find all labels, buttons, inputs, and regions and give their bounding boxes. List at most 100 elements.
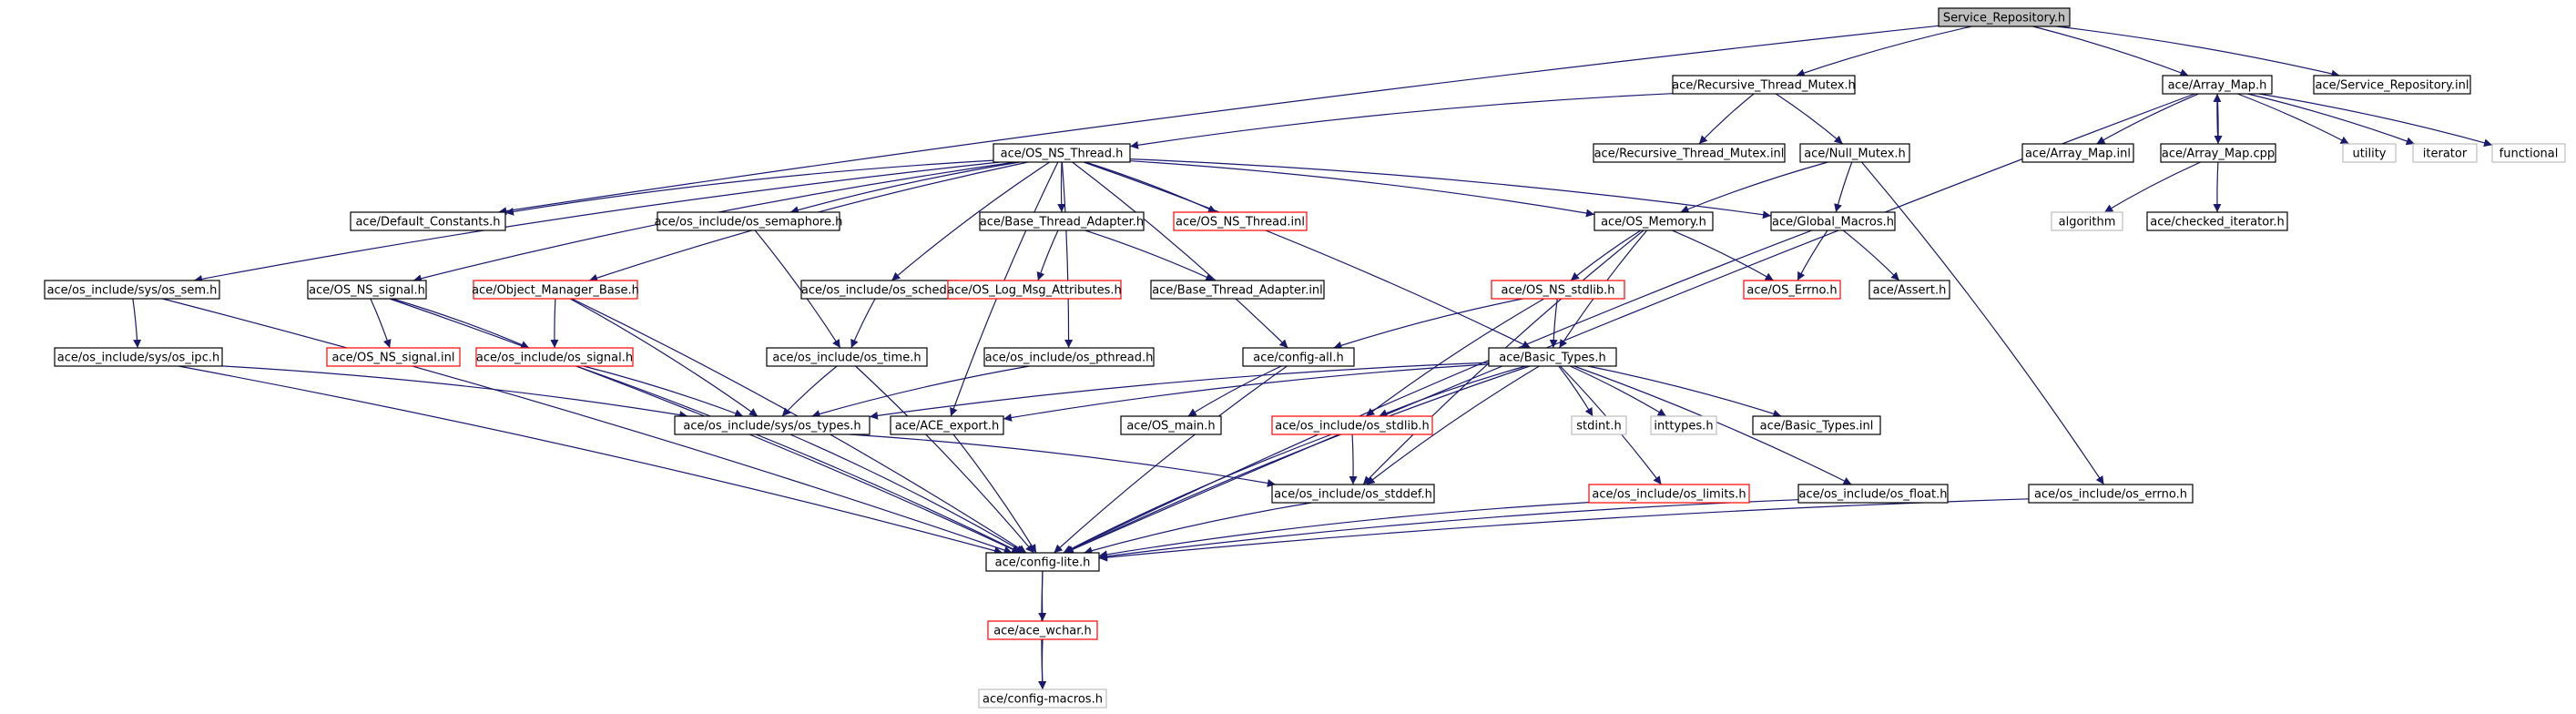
edge-bt-to-inttypes — [1569, 365, 1667, 417]
edge-cfgall-to-osmain — [1187, 365, 1282, 417]
node-label-aminl: ace/Array_Map.inl — [2025, 148, 2131, 161]
node-assert[interactable]: ace/Assert.h — [1868, 280, 1950, 300]
node-stdlibh[interactable]: ace/OS_NS_stdlib.h — [1491, 280, 1625, 300]
node-pthread[interactable]: ace/os_include/os_pthread.h — [983, 347, 1155, 367]
edge-ossem-to-ipc — [132, 298, 142, 349]
edge-float-to-cfglite — [1098, 499, 1799, 561]
node-ipc[interactable]: ace/os_include/sys/os_ipc.h — [54, 347, 223, 367]
node-box-errno — [1743, 280, 1841, 300]
edge-ostime-to-cfglite — [855, 365, 1034, 554]
node-wchar[interactable]: ace/ace_wchar.h — [987, 620, 1098, 640]
node-box-ossem — [44, 280, 220, 300]
node-defc[interactable]: ace/Default_Constants.h — [350, 211, 506, 231]
node-box-float — [1797, 484, 1949, 504]
node-label-functional: functional — [2500, 148, 2559, 161]
node-cfglite[interactable]: ace/config-lite.h — [985, 552, 1100, 572]
node-stdint: stdint.h — [1571, 415, 1627, 435]
edge-limits-to-cfglite — [1098, 502, 1590, 559]
node-types[interactable]: ace/os_include/sys/os_types.h — [674, 415, 871, 435]
edge-stdlibh-to-ostdlib — [1365, 298, 1545, 417]
node-box-ostime — [766, 347, 928, 367]
node-amcpp[interactable]: ace/Array_Map.cpp — [2160, 143, 2276, 163]
node-rtminl[interactable]: ace/Recursive_Thread_Mutex.inl — [1593, 143, 1786, 163]
node-label-ost: ace/OS_NS_Thread.h — [1001, 148, 1124, 161]
node-box-bt — [1488, 347, 1617, 367]
node-sinl[interactable]: ace/Service_Repository.inl — [2313, 75, 2471, 95]
node-box-nullm — [1799, 143, 1910, 163]
node-bta[interactable]: ace/Base_Thread_Adapter.h — [979, 211, 1145, 231]
node-label-cfgmac: ace/config-macros.h — [983, 693, 1103, 707]
node-osmem[interactable]: ace/OS_Memory.h — [1593, 211, 1714, 231]
node-btinl[interactable]: ace/Basic_Types.inl — [1752, 415, 1881, 435]
node-label-sema: ace/os_include/os_semaphore.h — [655, 216, 843, 230]
edge-bta-to-lma — [1036, 230, 1059, 281]
node-ostime[interactable]: ace/os_include/os_time.h — [766, 347, 928, 367]
node-label-types: ace/os_include/sys/os_types.h — [683, 420, 860, 434]
node-box-pthread — [983, 347, 1155, 367]
node-ostinl[interactable]: ace/OS_NS_Thread.inl — [1173, 211, 1308, 231]
node-label-osmem: ace/OS_Memory.h — [1601, 216, 1706, 230]
node-box-stdint — [1571, 415, 1627, 435]
node-box-btinl — [1752, 415, 1881, 435]
node-box-stdlibh — [1491, 280, 1625, 300]
node-box-btainl — [1150, 280, 1325, 300]
node-lma[interactable]: ace/OS_Log_Msg_Attributes.h — [947, 280, 1122, 300]
node-ossig[interactable]: ace/os_include/os_signal.h — [475, 347, 634, 367]
node-box-rtminl — [1593, 143, 1786, 163]
node-float[interactable]: ace/os_include/os_float.h — [1797, 484, 1949, 504]
node-nullm[interactable]: ace/Null_Mutex.h — [1799, 143, 1910, 163]
node-box-wchar — [987, 620, 1098, 640]
node-rtm[interactable]: ace/Recursive_Thread_Mutex.h — [1672, 75, 1856, 95]
edge-osmem-to-stdlibh — [1570, 230, 1642, 281]
node-cfgall[interactable]: ace/config-all.h — [1242, 347, 1355, 367]
node-utility: utility — [2342, 143, 2397, 163]
node-export[interactable]: ace/ACE_export.h — [890, 415, 1004, 435]
node-label-defc: ace/Default_Constants.h — [355, 216, 500, 230]
node-svc[interactable]: Service_Repository.h — [1938, 7, 2071, 27]
node-osmain[interactable]: ace/OS_main.h — [1120, 415, 1222, 435]
node-label-osmain: ace/OS_main.h — [1126, 420, 1215, 434]
node-inttypes: inttypes.h — [1650, 415, 1717, 435]
node-bt[interactable]: ace/Basic_Types.h — [1488, 347, 1617, 367]
node-errno[interactable]: ace/OS_Errno.h — [1743, 280, 1841, 300]
edge-ost-to-pthread — [1061, 161, 1074, 349]
node-btainl[interactable]: ace/Base_Thread_Adapter.inl — [1150, 280, 1325, 300]
node-sema[interactable]: ace/os_include/os_semaphore.h — [655, 211, 843, 231]
node-label-assert: ace/Assert.h — [1873, 284, 1947, 298]
node-sched[interactable]: ace/os_include/os_sched.h — [800, 280, 959, 300]
edge-ost-to-sched — [891, 161, 1051, 281]
node-label-pthread: ace/os_include/os_pthread.h — [985, 352, 1154, 365]
edge-bt-to-types — [869, 362, 1490, 420]
node-box-lma — [947, 280, 1122, 300]
node-label-nullm: ace/Null_Mutex.h — [1804, 148, 1906, 161]
node-gm[interactable]: ace/Global_Macros.h — [1770, 211, 1896, 231]
node-label-ostdlib: ace/os_include/os_stdlib.h — [1275, 420, 1429, 434]
node-ost[interactable]: ace/OS_NS_Thread.h — [993, 143, 1131, 163]
edge-nullm-to-osmem — [1680, 161, 1828, 213]
edge-amcpp-to-algorithm — [2103, 161, 2202, 213]
node-stddef[interactable]: ace/os_include/os_stddef.h — [1271, 484, 1435, 504]
node-label-algorithm: algorithm — [2059, 216, 2116, 230]
node-box-types — [674, 415, 871, 435]
node-amap[interactable]: ace/Array_Map.h — [2162, 75, 2273, 95]
node-aminl[interactable]: ace/Array_Map.inl — [2021, 143, 2134, 163]
node-omb[interactable]: ace/Object_Manager_Base.h — [472, 280, 639, 300]
edge-gm-to-errno — [1797, 230, 1828, 281]
node-box-limits — [1588, 484, 1750, 504]
edge-ipc-to-cfglite — [178, 365, 1003, 556]
node-ostdlib[interactable]: ace/os_include/os_stdlib.h — [1271, 415, 1433, 435]
node-limits[interactable]: ace/os_include/os_limits.h — [1588, 484, 1750, 504]
node-chk[interactable]: ace/checked_iterator.h — [2146, 211, 2288, 231]
node-oserrno[interactable]: ace/os_include/os_errno.h — [2028, 484, 2194, 504]
node-ossem[interactable]: ace/os_include/sys/os_sem.h — [44, 280, 220, 300]
node-oss[interactable]: ace/OS_NS_signal.h — [307, 280, 427, 300]
edge-svc-to-sinl — [2056, 26, 2340, 78]
edge-wchar-to-cfgmac — [1038, 638, 1047, 690]
edge-cfgall-to-cfglite — [1054, 365, 1288, 554]
edge-stdlibh-to-cfgall — [1333, 298, 1523, 350]
node-ossinl[interactable]: ace/OS_NS_signal.inl — [326, 347, 461, 367]
node-label-svc: Service_Repository.h — [1943, 12, 2065, 26]
dependency-edges — [132, 25, 2493, 690]
node-box-gm — [1770, 211, 1896, 231]
edge-sched-to-ostime — [850, 298, 876, 349]
